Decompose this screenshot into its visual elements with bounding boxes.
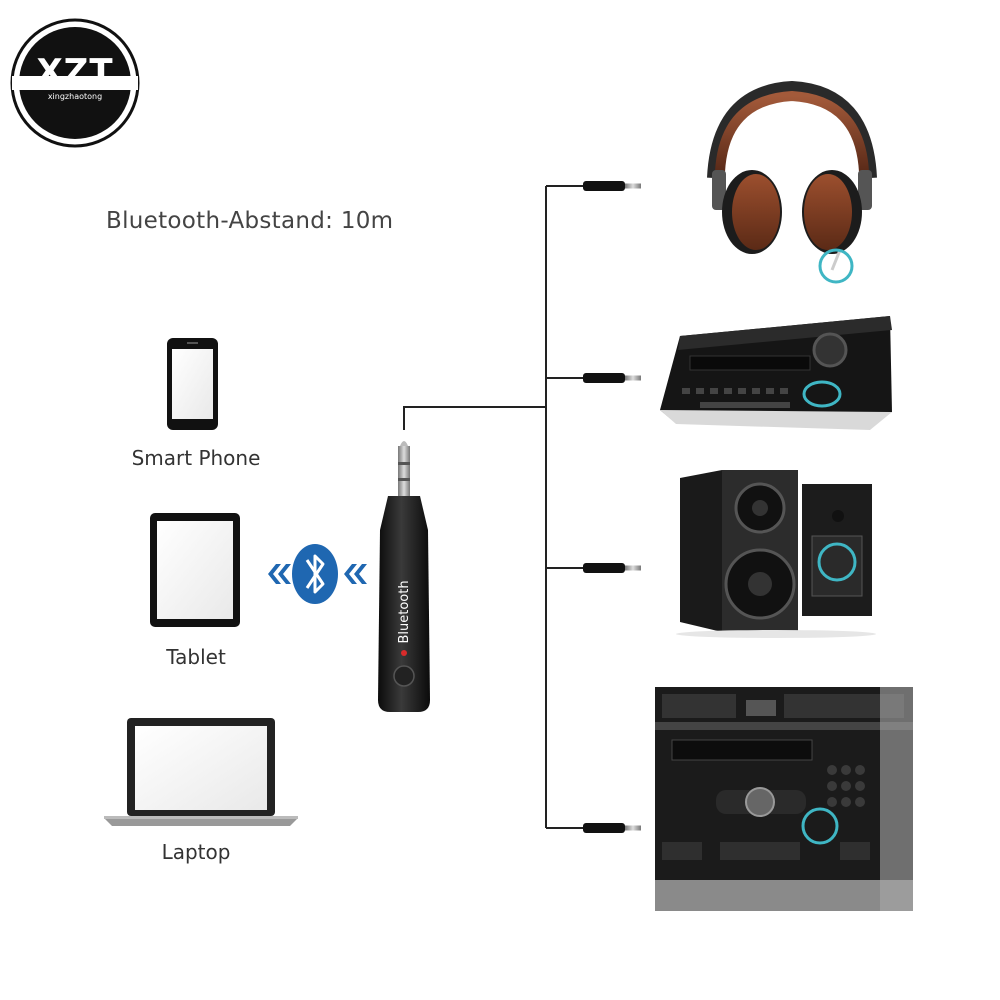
tablet-label: Tablet [166,645,226,669]
smartphone-icon [167,338,218,430]
tablet-icon [150,513,240,627]
jack-plug-headphones [583,181,641,191]
laptop-label: Laptop [161,840,231,864]
receiver-label: Bluetooth [397,580,412,643]
av-receiver-icon [660,316,892,430]
car-stereo-icon [655,687,913,911]
logo-subtext: xingzhaotong [47,92,103,101]
smartphone-label: Smart Phone [131,446,261,470]
left-arrows-icon [268,564,291,584]
bluetooth-receiver-dongle [378,441,430,712]
headphones-icon [707,80,877,284]
jack-plug-speakers [583,563,641,573]
audio-cable-tree [403,185,585,829]
logo-text: XZT [36,52,114,92]
brand-logo [10,18,140,148]
speakers-icon [676,470,876,638]
bluetooth-icon [292,544,338,604]
jack-plug-car [583,823,641,833]
jack-plug-receiver [583,373,641,383]
laptop-icon [104,718,298,826]
right-arrows-icon [344,564,367,584]
bluetooth-range-text: Bluetooth-Abstand: 10m [106,208,394,234]
